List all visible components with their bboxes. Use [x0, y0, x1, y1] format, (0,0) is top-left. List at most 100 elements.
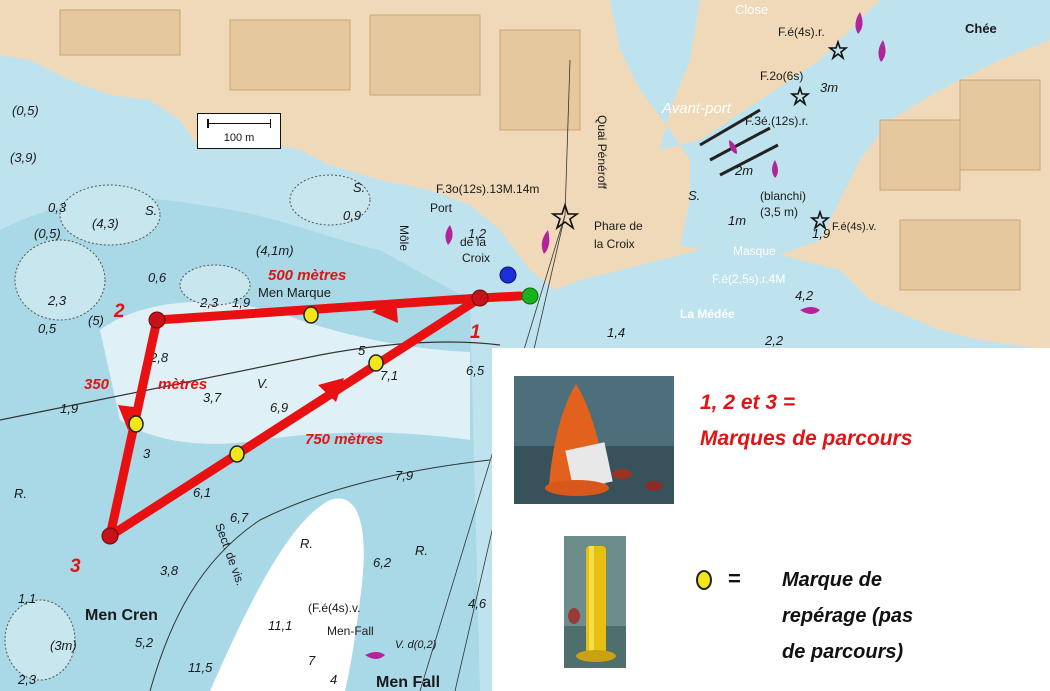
depth-sounding: 1,4 — [607, 325, 625, 340]
depth-sounding: 4,2 — [795, 288, 814, 303]
swim-course — [101, 266, 539, 545]
depth-sounding: 2,3 — [199, 295, 219, 310]
place-label: Croix — [462, 251, 490, 265]
course-mark-2-buoy — [148, 311, 166, 329]
depth-sounding: 0,3 — [48, 200, 67, 215]
depth-sounding: 7,1 — [380, 368, 398, 383]
depth-sounding: (4,3) — [92, 216, 119, 231]
place-label: Close — [735, 2, 768, 17]
piers — [699, 108, 779, 177]
depth-sounding: R. — [300, 536, 313, 551]
depth-sounding: 3m — [820, 80, 838, 95]
course-buoy-photo — [514, 376, 674, 504]
depth-sounding: R. — [14, 486, 27, 501]
depth-sounding: (5) — [88, 313, 104, 328]
place-label: Masque — [733, 244, 776, 258]
leg-label-500m: 500 mètres — [268, 267, 346, 284]
deep-channel — [210, 498, 364, 691]
place-label: Men Marque — [258, 285, 331, 300]
depth-sounding: 1,2 — [468, 226, 487, 241]
light-label: F.é(4s).v. — [832, 221, 876, 233]
depth-sounding: S. — [353, 180, 365, 195]
sighting-buoy-photo — [564, 536, 626, 668]
depth-sounding: 1,1 — [18, 591, 36, 606]
legend-panel: 1, 2 et 3 = Marques de parcours = Marque… — [492, 348, 1050, 691]
depth-sounding: 1,9 — [812, 226, 830, 241]
light-label: F.3o(12s).13M.14m — [436, 182, 539, 196]
mark-number-3: 3 — [70, 556, 81, 577]
legend-course-marks-line1: 1, 2 et 3 = — [700, 391, 796, 414]
depth-sounding: 3,7 — [203, 390, 222, 405]
depth-sounding: 2,3 — [17, 672, 37, 687]
depth-sounding: 2,3 — [47, 293, 67, 308]
harbour-basin — [610, 0, 1050, 255]
depth-sounding: 5 — [358, 343, 366, 358]
legend-equals: = — [728, 566, 741, 591]
scale-line — [207, 119, 271, 128]
depth-sounding: V. d(0,2) — [395, 639, 437, 651]
sighting-marker — [229, 445, 245, 463]
direction-arrow — [318, 378, 344, 402]
sighting-marker — [303, 306, 319, 324]
legend-sighting-line3: de parcours) — [782, 641, 904, 663]
place-label: de la — [460, 235, 486, 249]
mark-number-2: 2 — [113, 301, 125, 322]
depth-sounding: 6,7 — [230, 510, 249, 525]
place-label: (3,5 m) — [760, 205, 798, 219]
leg-label-750m: 750 mètres — [305, 431, 383, 448]
depth-sounding: (3m) — [50, 638, 77, 653]
depth-sounding: R. — [415, 543, 428, 558]
place-label: Phare de — [594, 219, 643, 233]
depth-sounding: 1,9 — [232, 295, 250, 310]
depth-sounding: 6,9 — [270, 400, 288, 415]
direction-arrow — [372, 299, 398, 323]
light-label: (F.é(4s).v. — [308, 601, 360, 615]
place-label: Men Fall — [376, 674, 440, 691]
light-label: F.é(4s).r. — [778, 25, 825, 39]
depth-sounding: 3 — [143, 446, 151, 461]
leg-label-metres: mètres — [158, 376, 207, 393]
course-mark-3-buoy — [101, 527, 119, 545]
depth-sounding: 11,1 — [268, 618, 292, 633]
mark-number-1: 1 — [470, 322, 481, 343]
sighting-marker-legend-icon — [696, 570, 712, 590]
depth-sounding: 6,1 — [193, 485, 211, 500]
sighting-marker — [368, 354, 384, 372]
place-label: Men-Fall — [327, 624, 374, 638]
place-label: Môle — [397, 225, 411, 251]
place-label: Chée — [965, 21, 997, 36]
depth-sounding: S. — [145, 203, 157, 218]
place-label: Avant-port — [661, 100, 732, 117]
town-blocks — [59, 9, 1041, 291]
direction-arrow — [118, 405, 142, 430]
depth-sounding: 1m — [728, 213, 746, 228]
depth-sounding: 3,8 — [160, 563, 179, 578]
course-labels: 1 2 3 500 mètres 350 mètres 750 mètres — [70, 267, 481, 577]
light-label: F.2o(6s) — [760, 69, 803, 83]
depth-contour — [0, 341, 501, 421]
legend-sighting-line1: Marque de — [782, 569, 883, 591]
depth-sounding: 6,2 — [373, 555, 392, 570]
place-label: la Croix — [594, 237, 635, 251]
depth-soundings: 3m 2m 1m 1,2 1,9 4,2 2,2 (0,5) (3,9) 0,3… — [10, 80, 838, 687]
depth-sounding: 0,9 — [343, 208, 361, 223]
depth-sounding: 4 — [330, 672, 337, 687]
light-stars — [550, 39, 849, 231]
depth-sounding: 6,5 — [466, 363, 485, 378]
legend-sighting-line2: repérage (pas — [782, 605, 914, 627]
depth-sounding: 0,5 — [38, 321, 57, 336]
depth-contour-2 — [149, 459, 491, 691]
start-point-blue — [499, 266, 517, 284]
depth-sounding: (3,9) — [10, 150, 37, 165]
course-mark-1-buoy — [471, 289, 489, 307]
place-label: Port — [430, 201, 453, 215]
depth-sounding: (4,1m) — [256, 243, 294, 258]
depth-sounding: 2,2 — [764, 333, 784, 348]
sighting-marker — [128, 415, 144, 433]
scale-label: 100 m — [223, 132, 255, 144]
depth-sounding: 0,6 — [148, 270, 167, 285]
depth-sounding: 11,5 — [188, 660, 213, 675]
chart-labels: Close Chée Avant-port Quai Pénéroff Phar… — [10, 2, 997, 691]
